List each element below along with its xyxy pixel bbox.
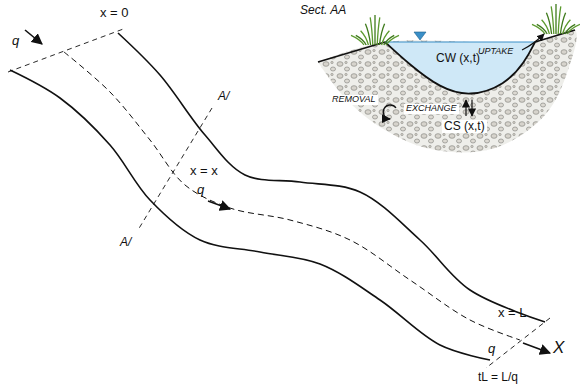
process-label: EXCHANGE — [404, 104, 459, 114]
flow-arrow — [523, 343, 550, 353]
flow-label: q — [488, 342, 495, 356]
flow-arrow — [25, 30, 42, 44]
section-line — [8, 28, 126, 72]
axis-label: X — [553, 339, 564, 358]
exchange-arrow — [471, 100, 472, 116]
water-surface — [385, 42, 535, 43]
water-level-symbol — [414, 32, 426, 40]
grass-blade — [370, 17, 373, 45]
grass-blade — [361, 31, 369, 45]
section-marker: A/ — [120, 236, 131, 249]
grass-blade — [567, 24, 580, 34]
water-body — [385, 42, 535, 94]
concentration-label: CS (x,t) — [442, 120, 487, 133]
process-label: UPTAKE — [478, 47, 513, 57]
grass-blade — [374, 15, 375, 45]
grass-blade — [386, 35, 399, 45]
section-marker: A/ — [218, 90, 229, 103]
exchange-arrow — [465, 100, 466, 116]
removal-arrow — [383, 105, 396, 119]
process-label: REMOVAL — [330, 95, 378, 105]
channel-bed — [385, 42, 535, 94]
travel-time-label: tL = L/q — [478, 371, 518, 384]
grass-blade — [565, 24, 575, 34]
flow-label: q — [197, 183, 204, 197]
grass-blade — [365, 24, 370, 45]
section-line — [486, 318, 550, 368]
section-label: x = 0 — [100, 6, 129, 20]
inset-title: Sect. AA — [300, 4, 346, 17]
section-label: x = x — [190, 164, 218, 178]
flow-arrow — [208, 201, 230, 209]
grass-blade — [384, 35, 394, 45]
uptake-arrow — [522, 34, 544, 50]
grass-blade — [542, 20, 550, 34]
section-label: x = L — [498, 306, 527, 320]
grass-blade — [555, 4, 556, 34]
grass-tuft — [351, 15, 399, 45]
grass-blade — [546, 13, 551, 34]
channel-bank — [10, 70, 490, 360]
grass-tuft — [532, 4, 580, 34]
concentration-label: CW (x,t) — [436, 52, 480, 65]
grass-blade — [551, 6, 554, 34]
gravel-bed — [318, 29, 577, 152]
flow-label: q — [12, 34, 19, 48]
